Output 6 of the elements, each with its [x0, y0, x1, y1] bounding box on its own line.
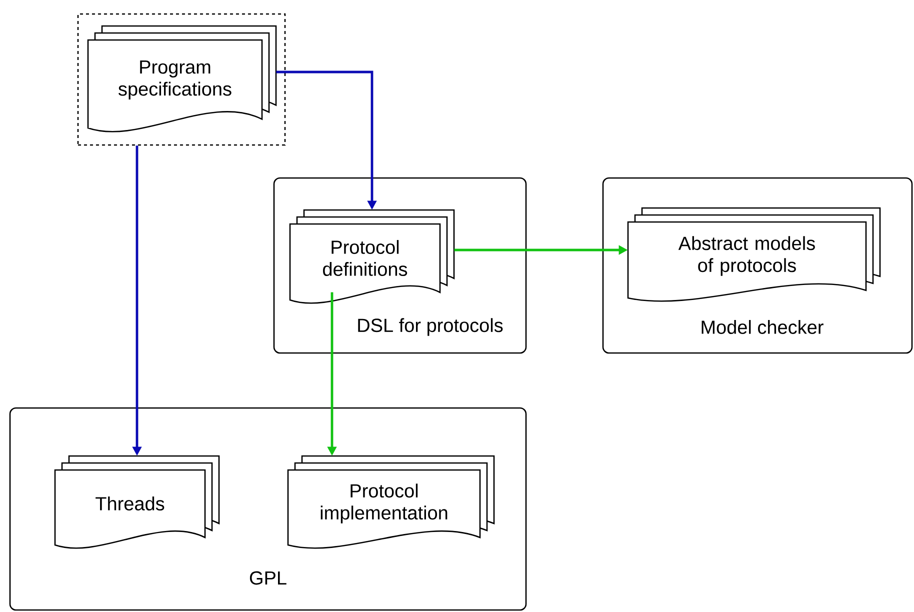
document-stack: Program specifications: [87, 25, 277, 132]
document-stack: Protocol implementation: [287, 455, 495, 549]
document-stack: Protocol definitions: [289, 209, 455, 304]
document-stack: Threads: [54, 455, 220, 549]
document-stack: Abstract models of protocols: [627, 207, 881, 302]
dashed-box: [77, 13, 286, 146]
